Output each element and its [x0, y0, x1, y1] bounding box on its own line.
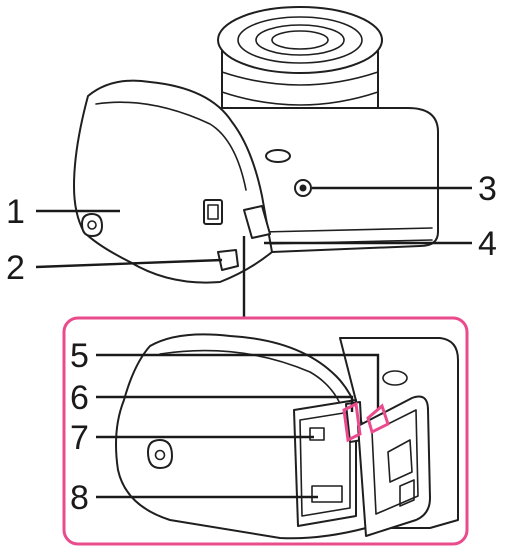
callout-line-2	[35, 258, 223, 269]
camera-body-illustration	[73, 6, 439, 318]
callout-lines	[35, 186, 472, 499]
callout-labels: 1 2 3 4 5 6 7 8	[6, 170, 497, 517]
callout-line-5	[96, 353, 380, 410]
detail-highlight-frame	[62, 316, 469, 546]
callout-number-3: 3	[478, 170, 497, 208]
callout-number-4: 4	[478, 225, 497, 263]
callout-number-6: 6	[70, 379, 89, 417]
callout-highlight-6	[342, 401, 362, 443]
callout-number-5: 5	[70, 337, 89, 375]
callout-number-8: 8	[70, 479, 89, 517]
callout-number-1: 1	[6, 193, 25, 231]
callout-highlight-5	[366, 403, 390, 435]
highlight-marks	[342, 401, 390, 443]
battery-compartment-detail	[62, 316, 469, 546]
callout-number-7: 7	[70, 419, 89, 457]
tripod-socket-icon	[294, 179, 312, 197]
callout-number-2: 2	[6, 249, 25, 287]
